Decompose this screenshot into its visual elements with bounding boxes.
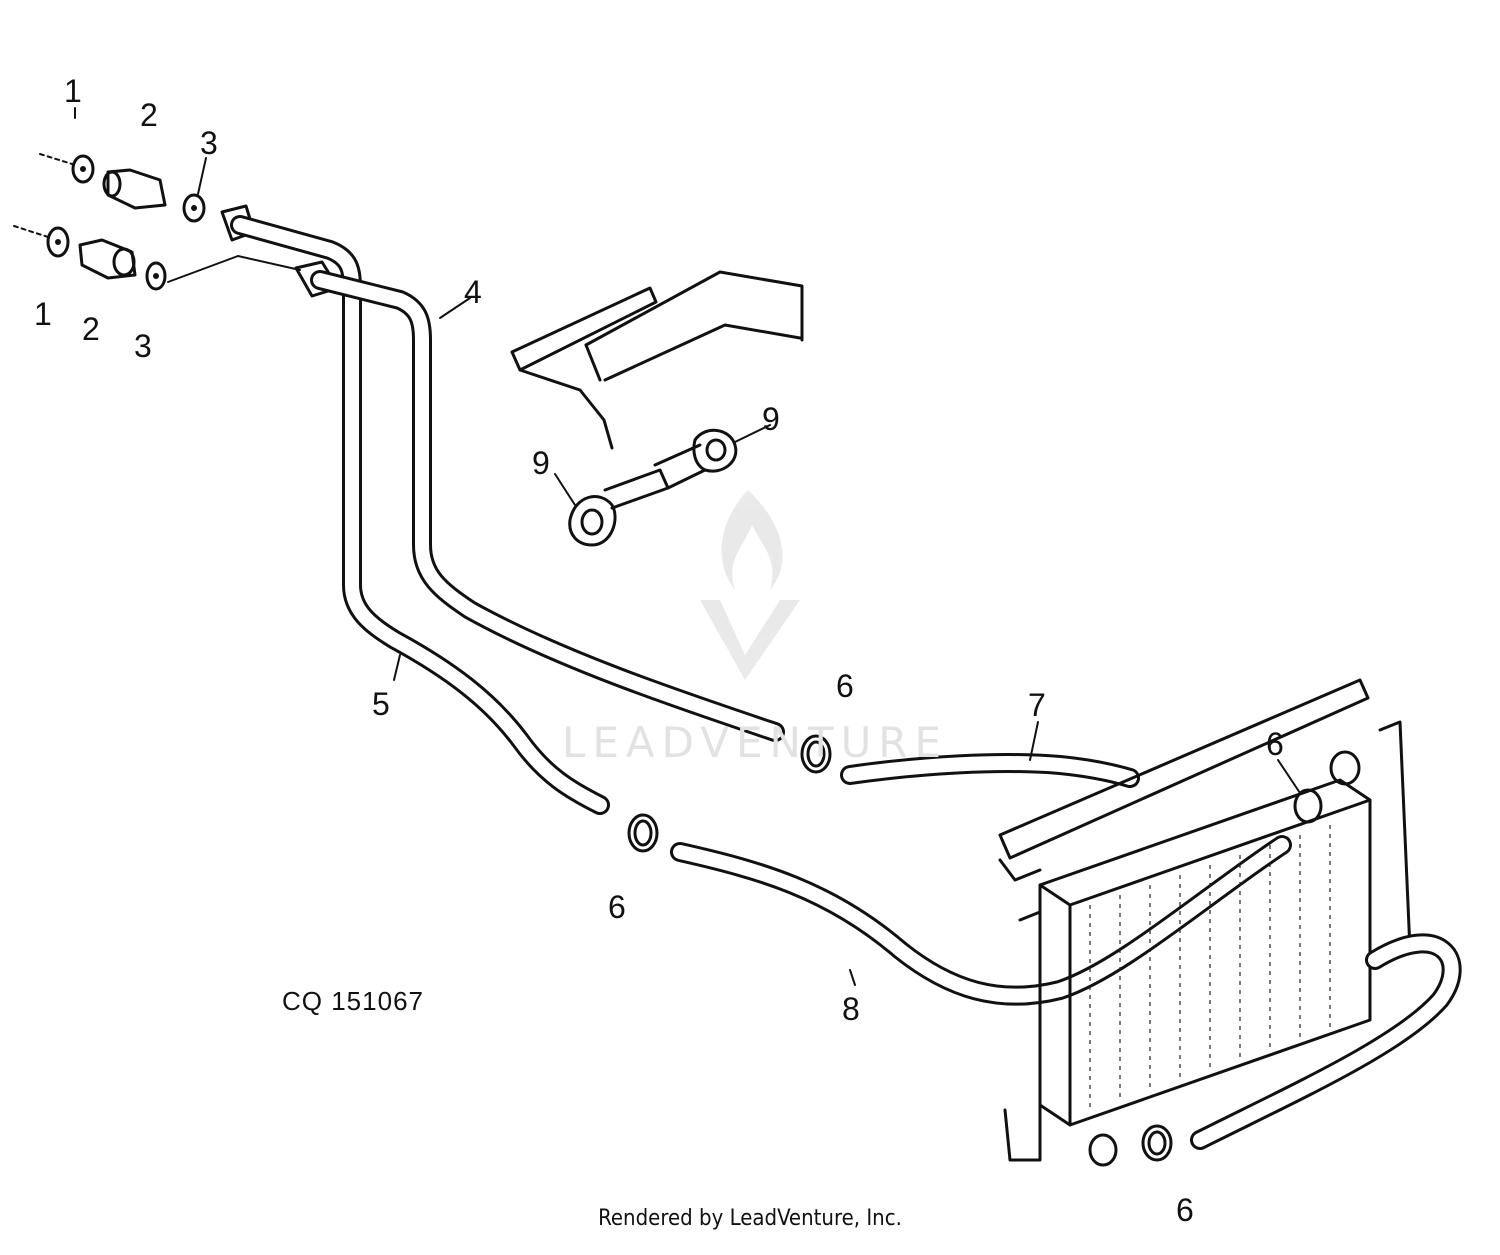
callout-9-right: 9 bbox=[762, 401, 780, 437]
watermark-logo bbox=[700, 490, 800, 680]
callout-6-b: 6 bbox=[608, 889, 626, 925]
mounting-bracket bbox=[510, 270, 804, 450]
oil-line-5 bbox=[310, 270, 785, 742]
callout-8: 8 bbox=[842, 991, 860, 1027]
callout-2-bottom: 2 bbox=[82, 311, 100, 347]
callout-4: 4 bbox=[464, 274, 482, 310]
callout-7: 7 bbox=[1028, 687, 1046, 723]
fitting-group-upper bbox=[39, 153, 256, 242]
callout-6-a: 6 bbox=[836, 668, 854, 704]
footer-credit: Rendered by LeadVenture, Inc. bbox=[598, 1206, 902, 1231]
hose-8 bbox=[670, 835, 1292, 1006]
callout-3-top: 3 bbox=[200, 125, 218, 161]
callout-6-c: 6 bbox=[1266, 726, 1284, 762]
oil-cooler bbox=[998, 678, 1462, 1167]
hose-7 bbox=[840, 753, 1140, 788]
callout-1-bottom: 1 bbox=[34, 296, 52, 332]
figure-code: CQ 151067 bbox=[282, 986, 424, 1016]
hose-clamp-9 bbox=[568, 429, 738, 547]
callout-5: 5 bbox=[372, 686, 390, 722]
callout-2-top: 2 bbox=[140, 97, 158, 133]
callout-9-left: 9 bbox=[532, 445, 550, 481]
watermark-text: LEADVENTURE bbox=[561, 718, 949, 767]
callout-labels: 1 2 3 1 2 3 4 5 6 6 6 6 7 8 9 9 CQ 15106… bbox=[34, 73, 1284, 1228]
callout-1-top: 1 bbox=[64, 73, 82, 109]
leader-lines bbox=[74, 107, 1301, 986]
callout-3-bottom: 3 bbox=[134, 328, 152, 364]
callout-6-d: 6 bbox=[1176, 1192, 1194, 1228]
hose-clamp-6 bbox=[627, 734, 1323, 1162]
